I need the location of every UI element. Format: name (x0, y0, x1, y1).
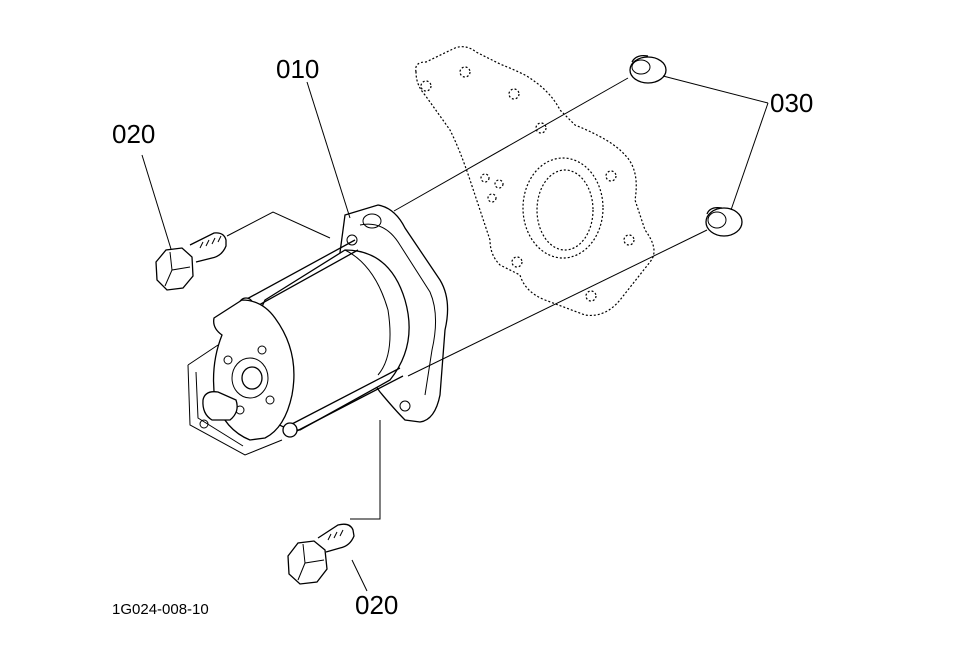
callout-020-lower-label: 020 (355, 590, 398, 620)
callout-010-label: 010 (276, 54, 319, 84)
gasket-plate (415, 46, 655, 317)
leader-lines (141, 75, 769, 592)
spacer-upper (629, 54, 667, 84)
starter-motor (187, 204, 449, 456)
bolt-upper (155, 232, 227, 291)
bolt-lower (287, 523, 355, 585)
spacer-lower (705, 206, 743, 237)
callout-030-label: 030 (770, 88, 813, 118)
callout-020-upper-label: 020 (112, 119, 155, 149)
figure-id-label: 1G024-008-10 (112, 601, 209, 618)
